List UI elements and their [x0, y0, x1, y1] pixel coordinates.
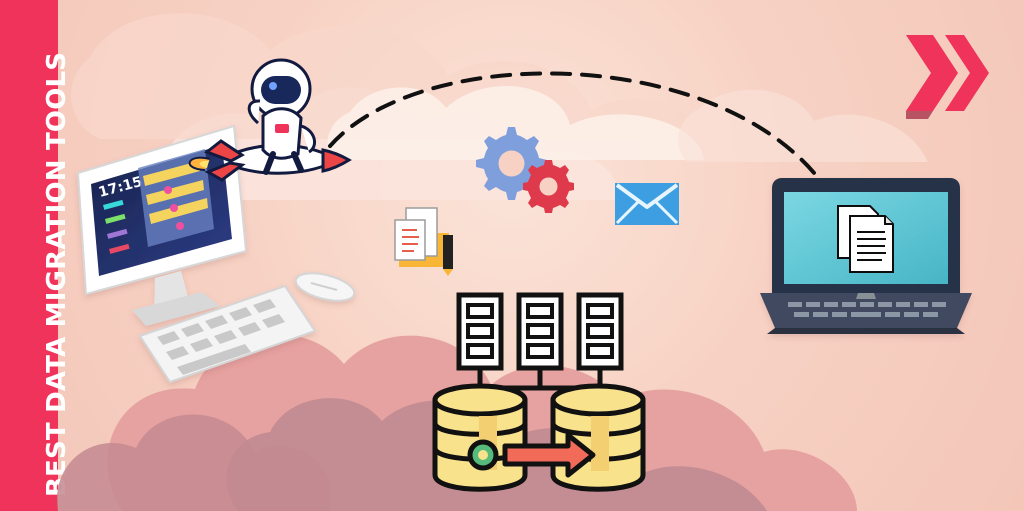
laptop-icon — [760, 178, 972, 334]
astronaut-icon — [247, 58, 317, 175]
keyboard — [138, 284, 317, 384]
database-icon-left — [432, 383, 528, 492]
document-icon — [837, 205, 894, 273]
envelope-icon — [615, 183, 679, 225]
double-chevron-icon — [906, 35, 989, 119]
servers-database-migration — [432, 292, 646, 492]
server-icon-middle — [516, 292, 564, 371]
migration-path — [328, 71, 817, 176]
server-icon-right — [576, 292, 624, 371]
left-bottom-cloud — [57, 414, 330, 511]
desktop-app-window — [138, 149, 214, 247]
title-sidebar — [0, 0, 58, 511]
gear-icon-red — [523, 160, 574, 213]
computer-mouse — [294, 272, 356, 302]
migration-arrow-icon — [502, 432, 596, 478]
middle-cloud — [327, 86, 704, 160]
document-folder-icon — [394, 207, 453, 276]
server-icon-left — [456, 292, 504, 371]
right-soft-cloud — [678, 89, 928, 162]
desktop-sidebar — [103, 199, 130, 254]
background-clouds — [57, 13, 928, 511]
laptop-keyboard-keys — [788, 302, 946, 317]
monitor-base — [132, 292, 220, 326]
